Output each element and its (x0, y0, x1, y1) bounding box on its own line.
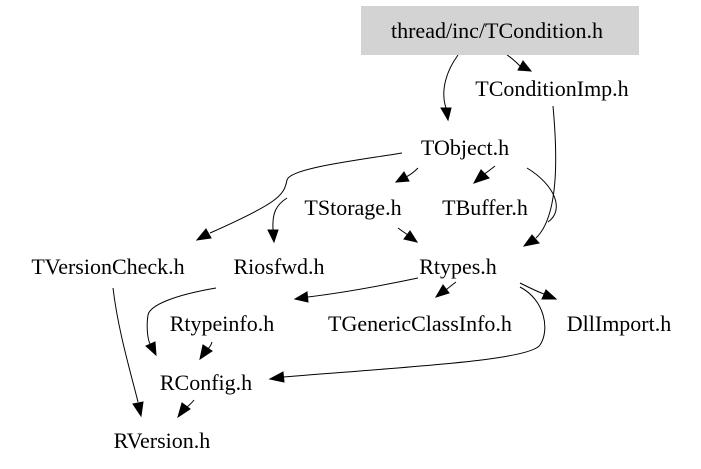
edge-rtypes-dllimport (519, 282, 545, 295)
edge-tcondition-tconditionimp (506, 54, 521, 67)
edge-riosfwd-rconfig (146, 287, 217, 345)
edge-rtypes-rconfig-arrow (268, 371, 285, 383)
edge-tobject-tstorage (405, 167, 419, 178)
node-rconfig[interactable]: RConfig.h (160, 370, 252, 395)
edge-rtypes-tgenericclassinfo-arrow (434, 284, 450, 298)
node-tcondition[interactable]: thread/inc/TCondition.h (391, 18, 603, 43)
edge-rtypes-dllimport-arrow (541, 289, 558, 300)
edge-rtypes-rconfig (282, 286, 546, 378)
edge-tcondition-tobject (443, 54, 459, 109)
node-tconditionimp[interactable]: TConditionImp.h (475, 76, 628, 101)
nodes: thread/inc/TCondition.h TConditionImp.h … (31, 6, 671, 453)
node-riosfwd[interactable]: Riosfwd.h (233, 254, 324, 279)
edge-tobject-tstorage-arrow (394, 171, 410, 183)
node-dllimport[interactable]: DllImport.h (567, 311, 672, 336)
root-node-box (361, 6, 639, 55)
node-tgenericclassinfo[interactable]: TGenericClassInfo.h (328, 311, 512, 336)
node-rtypes[interactable]: Rtypes.h (419, 254, 497, 279)
edges (112, 54, 558, 419)
node-tbuffer[interactable]: TBuffer.h (442, 195, 528, 220)
edge-tobject-tversioncheck-arrow (195, 228, 212, 241)
edge-rtypeinfo-rconfig-arrow (199, 344, 213, 361)
edge-tconditionimp-rtypes (535, 105, 557, 239)
edge-tcondition-tconditionimp-arrow (517, 60, 533, 72)
node-rtypeinfo[interactable]: Rtypeinfo.h (170, 311, 275, 336)
node-tobject[interactable]: TObject.h (421, 135, 509, 160)
edge-tcondition-tobject-arrow (440, 107, 452, 122)
edge-tobject-riosfwd (272, 197, 288, 231)
edge-rtypes-tgenericclassinfo (445, 281, 457, 291)
edge-riosfwd-rconfig-arrow (145, 341, 157, 357)
edge-tversioncheck-rversion (112, 287, 139, 403)
edge-tobject-tversioncheck (209, 152, 403, 234)
edge-rtypes-rtypeinfo (307, 277, 419, 298)
edge-tconditionimp-rtypes-arrow (522, 234, 540, 247)
edge-tobject-riosfwd-arrow (267, 229, 279, 244)
edge-rtypes-rtypeinfo-arrow (293, 291, 309, 303)
edge-tstorage-rtypes (397, 227, 409, 236)
edge-tobject-tbuffer-arrow (472, 169, 490, 184)
edge-rconfig-rversion-arrow (177, 402, 191, 419)
node-rversion[interactable]: RVersion.h (114, 428, 211, 453)
edge-tstorage-rtypes-arrow (403, 230, 419, 243)
edge-tobject-rtypes (526, 167, 557, 223)
edge-tversioncheck-rversion-arrow (132, 401, 144, 418)
node-tstorage[interactable]: TStorage.h (304, 195, 401, 220)
node-tversioncheck[interactable]: TVersionCheck.h (31, 254, 184, 279)
